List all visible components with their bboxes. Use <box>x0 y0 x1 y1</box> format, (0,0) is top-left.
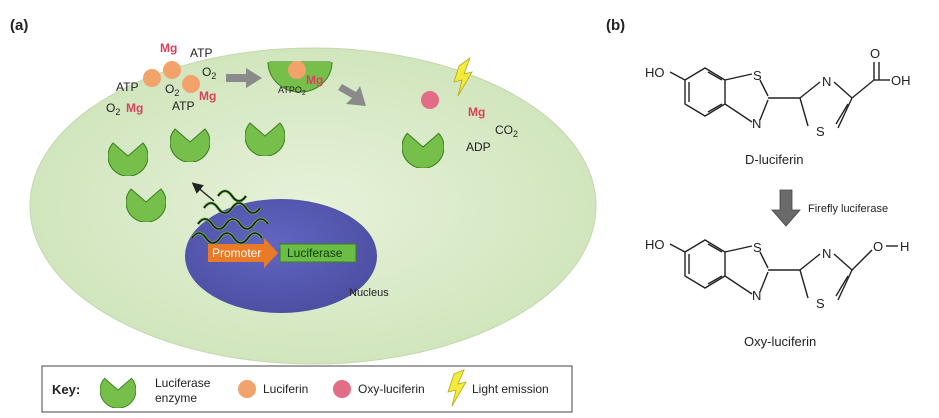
oxy-luciferin-name: Oxy-luciferin <box>744 334 816 349</box>
oxyluciferin-key-icon <box>333 380 351 398</box>
oxygen-label: O <box>873 239 883 254</box>
panel-a-label: (a) <box>10 17 28 34</box>
mrna-strands <box>190 189 270 245</box>
atp-label: ATP <box>116 80 138 94</box>
nucleus-label: Nucleus <box>349 287 389 299</box>
mg-label: Mg <box>160 41 177 55</box>
co2-label: CO2 <box>495 123 518 139</box>
promoter-element: Promoter <box>208 238 278 268</box>
mg-label: Mg <box>126 101 143 115</box>
panel-b-label: (b) <box>606 17 625 34</box>
o2-label: O2 <box>106 101 120 117</box>
reaction-arrow-2 <box>338 84 366 106</box>
key-light-label: Light emission <box>472 382 549 396</box>
atp-label: ATPO2 <box>278 85 306 97</box>
o2-label: O2 <box>202 65 216 81</box>
sulfur-label: S <box>816 124 825 139</box>
key-legend: Key: Luciferase enzyme Luciferin Oxy-luc… <box>41 365 573 413</box>
enzyme-substrate-complex: Mg ATPO2 <box>267 61 333 97</box>
reactant-cluster: Mg ATP ATP O2 O2 Mg ATP O2 Mg <box>106 41 216 117</box>
oxygen-label: O <box>870 46 880 61</box>
mg-label: Mg <box>306 73 323 87</box>
mg-product-label: Mg <box>468 105 485 119</box>
mg-label: Mg <box>199 89 216 103</box>
key-oxy-label: Oxy-luciferin <box>358 382 425 396</box>
reaction-arrow-1 <box>226 68 262 88</box>
sulfur-label: S <box>753 68 762 83</box>
oxy-luciferin-structure: HO S N N S O H <box>645 237 909 311</box>
atp-label: ATP <box>172 99 194 113</box>
atp-label: ATP <box>190 46 212 60</box>
promoter-label: Promoter <box>212 246 261 260</box>
light-key-icon <box>447 369 467 407</box>
luciferin-molecule <box>143 69 161 87</box>
key-enzyme-label: enzyme <box>155 391 197 405</box>
hydrogen-label: H <box>900 239 909 254</box>
adp-label: ADP <box>466 140 491 154</box>
key-luciferin-label: Luciferin <box>263 382 308 396</box>
luciferase-gene: Luciferase <box>279 243 357 263</box>
translation-arrow <box>191 182 215 202</box>
d-luciferin-name: D-luciferin <box>745 152 804 167</box>
luciferin-molecule <box>163 61 181 79</box>
nitrogen-label: N <box>752 116 761 131</box>
luciferin-molecule <box>182 75 200 93</box>
light-emission-icon <box>453 56 473 97</box>
o2-label: O2 <box>165 82 179 98</box>
enzyme-arrow-label: Firefly luciferase <box>808 203 888 215</box>
d-luciferin-structure: HO S N N S O OH <box>645 46 911 139</box>
key-enzyme-label: Luciferase <box>155 376 211 390</box>
sulfur-label: S <box>753 240 762 255</box>
sulfur-label: S <box>816 296 825 311</box>
nitrogen-label: N <box>752 288 761 303</box>
ho-label: HO <box>645 65 665 80</box>
ho-label: HO <box>645 237 665 252</box>
oxyluciferin-molecule <box>421 91 439 109</box>
oh-label: OH <box>891 73 911 88</box>
key-title: Key: <box>52 382 80 397</box>
reaction-arrow-down <box>771 189 801 227</box>
luciferin-key-icon <box>238 380 256 398</box>
nitrogen-label: N <box>822 246 831 261</box>
gene-label: Luciferase <box>287 246 343 260</box>
nitrogen-label: N <box>822 74 831 89</box>
